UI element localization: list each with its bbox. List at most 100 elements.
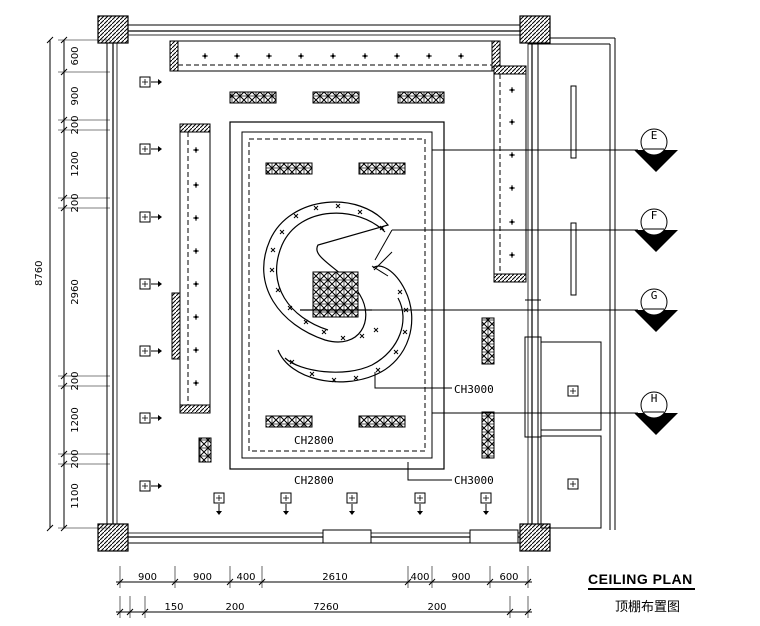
dimension-label: 150 xyxy=(164,602,183,613)
right-room-walls xyxy=(524,299,602,529)
grille-light-icon xyxy=(198,437,212,463)
dimension-label: 2610 xyxy=(322,572,347,583)
bead-light-icon xyxy=(335,203,341,209)
downlight-icon xyxy=(193,281,199,287)
spotlight-icon xyxy=(139,211,162,223)
dimension-label: 900 xyxy=(138,572,157,583)
downlight-icon xyxy=(330,53,336,59)
label-leaders xyxy=(374,372,452,481)
dimension-label: 1100 xyxy=(70,483,81,508)
ch2800-outer-label: CH2800 xyxy=(294,474,334,487)
bead-light-icon xyxy=(303,319,309,325)
downlight-icon xyxy=(394,53,400,59)
downlight-icon xyxy=(202,53,208,59)
bead-light-icon xyxy=(397,289,403,295)
downlight-icon xyxy=(509,152,515,158)
central-ceiling xyxy=(229,121,445,470)
bead-light-icon xyxy=(375,367,381,373)
dimension-label: 600 xyxy=(499,572,518,583)
dimension-label: 200 xyxy=(70,449,81,468)
dimension-label: 7260 xyxy=(313,602,338,613)
dimension-label: 1200 xyxy=(70,407,81,432)
ch3000-outer-label: CH3000 xyxy=(454,474,494,487)
dimension-lines: 600 900 200 1200 200 2960 200 1200 200 1100 900 900… xyxy=(46,36,532,618)
grille-light-icon xyxy=(229,91,277,104)
spotlight-icon xyxy=(280,492,292,515)
grille-light-icon xyxy=(265,415,313,428)
spotlight-icon xyxy=(567,478,579,490)
downlight-icon xyxy=(193,147,199,153)
right-light-trough xyxy=(493,65,527,283)
dimension-label: 200 xyxy=(427,602,446,613)
outer-walls xyxy=(106,24,616,544)
section-marker-e: E xyxy=(432,128,678,172)
bead-light-icon xyxy=(293,213,299,219)
grille-light-icon xyxy=(358,162,406,175)
dimension-label: 200 xyxy=(70,115,81,134)
grille-light-icon xyxy=(358,415,406,428)
dimension-label: 900 xyxy=(193,572,212,583)
spotlight-icon xyxy=(139,278,162,290)
spotlight-icon xyxy=(139,76,162,88)
spotlight-icon xyxy=(139,143,162,155)
left-light-trough xyxy=(171,123,211,414)
downlight-icon xyxy=(193,380,199,386)
bead-light-icon xyxy=(275,287,281,293)
dimension-label: 200 xyxy=(70,193,81,212)
grille-light-icon xyxy=(312,91,360,104)
bead-light-icon xyxy=(270,247,276,253)
downlight-icon xyxy=(193,248,199,254)
dimension-label: 200 xyxy=(225,602,244,613)
bead-light-icon xyxy=(313,205,319,211)
door-openings xyxy=(322,529,519,544)
section-marker-g: G xyxy=(362,288,678,332)
dimension-label: 900 xyxy=(451,572,470,583)
wall-slit-lights xyxy=(570,85,577,296)
dimension-label: 1200 xyxy=(70,151,81,176)
spotlight-icon xyxy=(346,492,358,515)
downlight-icon xyxy=(509,87,515,93)
downlight-icon xyxy=(193,182,199,188)
bead-light-icon xyxy=(353,375,359,381)
spotlight-icon xyxy=(213,492,225,515)
grille-light-icon xyxy=(481,317,495,365)
grille-light-icon xyxy=(265,162,313,175)
light-fixtures xyxy=(139,53,579,515)
downlight-icon xyxy=(426,53,432,59)
bead-light-icon xyxy=(340,335,346,341)
bead-light-icon xyxy=(287,305,293,311)
grille-light-icon xyxy=(481,411,495,459)
bead-light-icon xyxy=(379,225,385,231)
bead-light-icon xyxy=(289,359,295,365)
downlight-icon xyxy=(193,314,199,320)
ch2800-inner-label: CH2800 xyxy=(294,434,334,447)
spotlight-icon xyxy=(567,385,579,397)
downlight-icon xyxy=(362,53,368,59)
bead-light-icon xyxy=(402,329,408,335)
dimension-label: 2960 xyxy=(70,279,81,304)
drawing-title: CEILING PLAN xyxy=(588,571,695,590)
bead-light-icon xyxy=(309,371,315,377)
downlight-icon xyxy=(509,252,515,258)
overall-dimension: 8760 xyxy=(34,261,45,286)
dimension-label: 400 xyxy=(236,572,255,583)
ch3000-center-label: CH3000 xyxy=(454,383,494,396)
section-marker-label: H xyxy=(651,392,658,405)
downlight-icon xyxy=(509,219,515,225)
dimension-label: 600 xyxy=(70,46,81,65)
bead-light-icon xyxy=(279,229,285,235)
spotlight-icon xyxy=(139,345,162,357)
spotlight-icon xyxy=(480,492,492,515)
bead-light-icon xyxy=(269,267,275,273)
corner-columns xyxy=(97,15,551,552)
downlight-icon xyxy=(509,119,515,125)
downlight-icon xyxy=(298,53,304,59)
bead-light-icon xyxy=(393,349,399,355)
bead-light-icon xyxy=(373,327,379,333)
s-curve-ceiling xyxy=(263,201,413,383)
dimension-label: 400 xyxy=(410,572,429,583)
bead-light-icon xyxy=(321,329,327,335)
spotlight-icon xyxy=(139,480,162,492)
section-marker-label: E xyxy=(651,129,658,142)
